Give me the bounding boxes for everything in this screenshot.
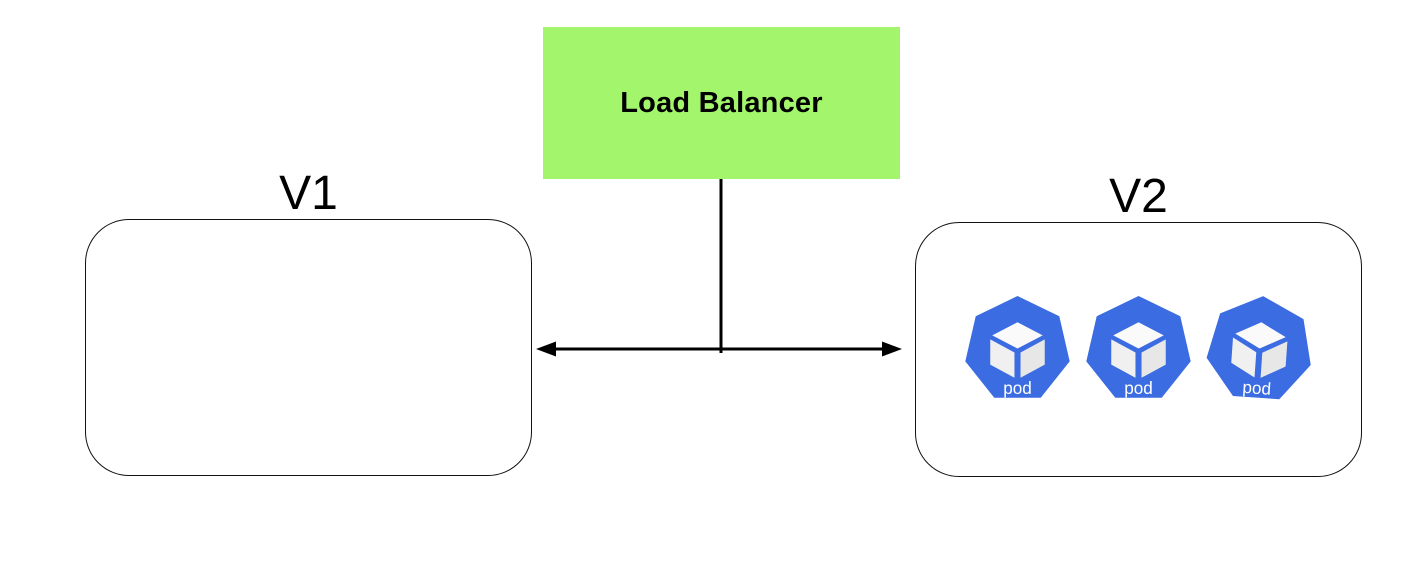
kubernetes-pod-icon: pod (1202, 292, 1316, 406)
pod-label: pod (1242, 377, 1272, 399)
v2-group-box: pod pod pod (915, 222, 1362, 477)
v1-group-box (85, 219, 532, 476)
kubernetes-pod-icon: pod (1085, 296, 1192, 403)
kubernetes-pod-icon: pod (964, 296, 1071, 403)
arrowhead-right (882, 341, 902, 357)
cube-icon (1231, 322, 1288, 378)
pod-label: pod (1003, 378, 1032, 398)
v2-group-label: V2 (1109, 170, 1168, 223)
arrowhead-left (536, 341, 556, 357)
load-balancer-label: Load Balancer (620, 86, 823, 119)
v1-group-label: V1 (279, 167, 338, 220)
pod-label: pod (1124, 378, 1153, 398)
load-balancer-node: Load Balancer (543, 27, 900, 179)
